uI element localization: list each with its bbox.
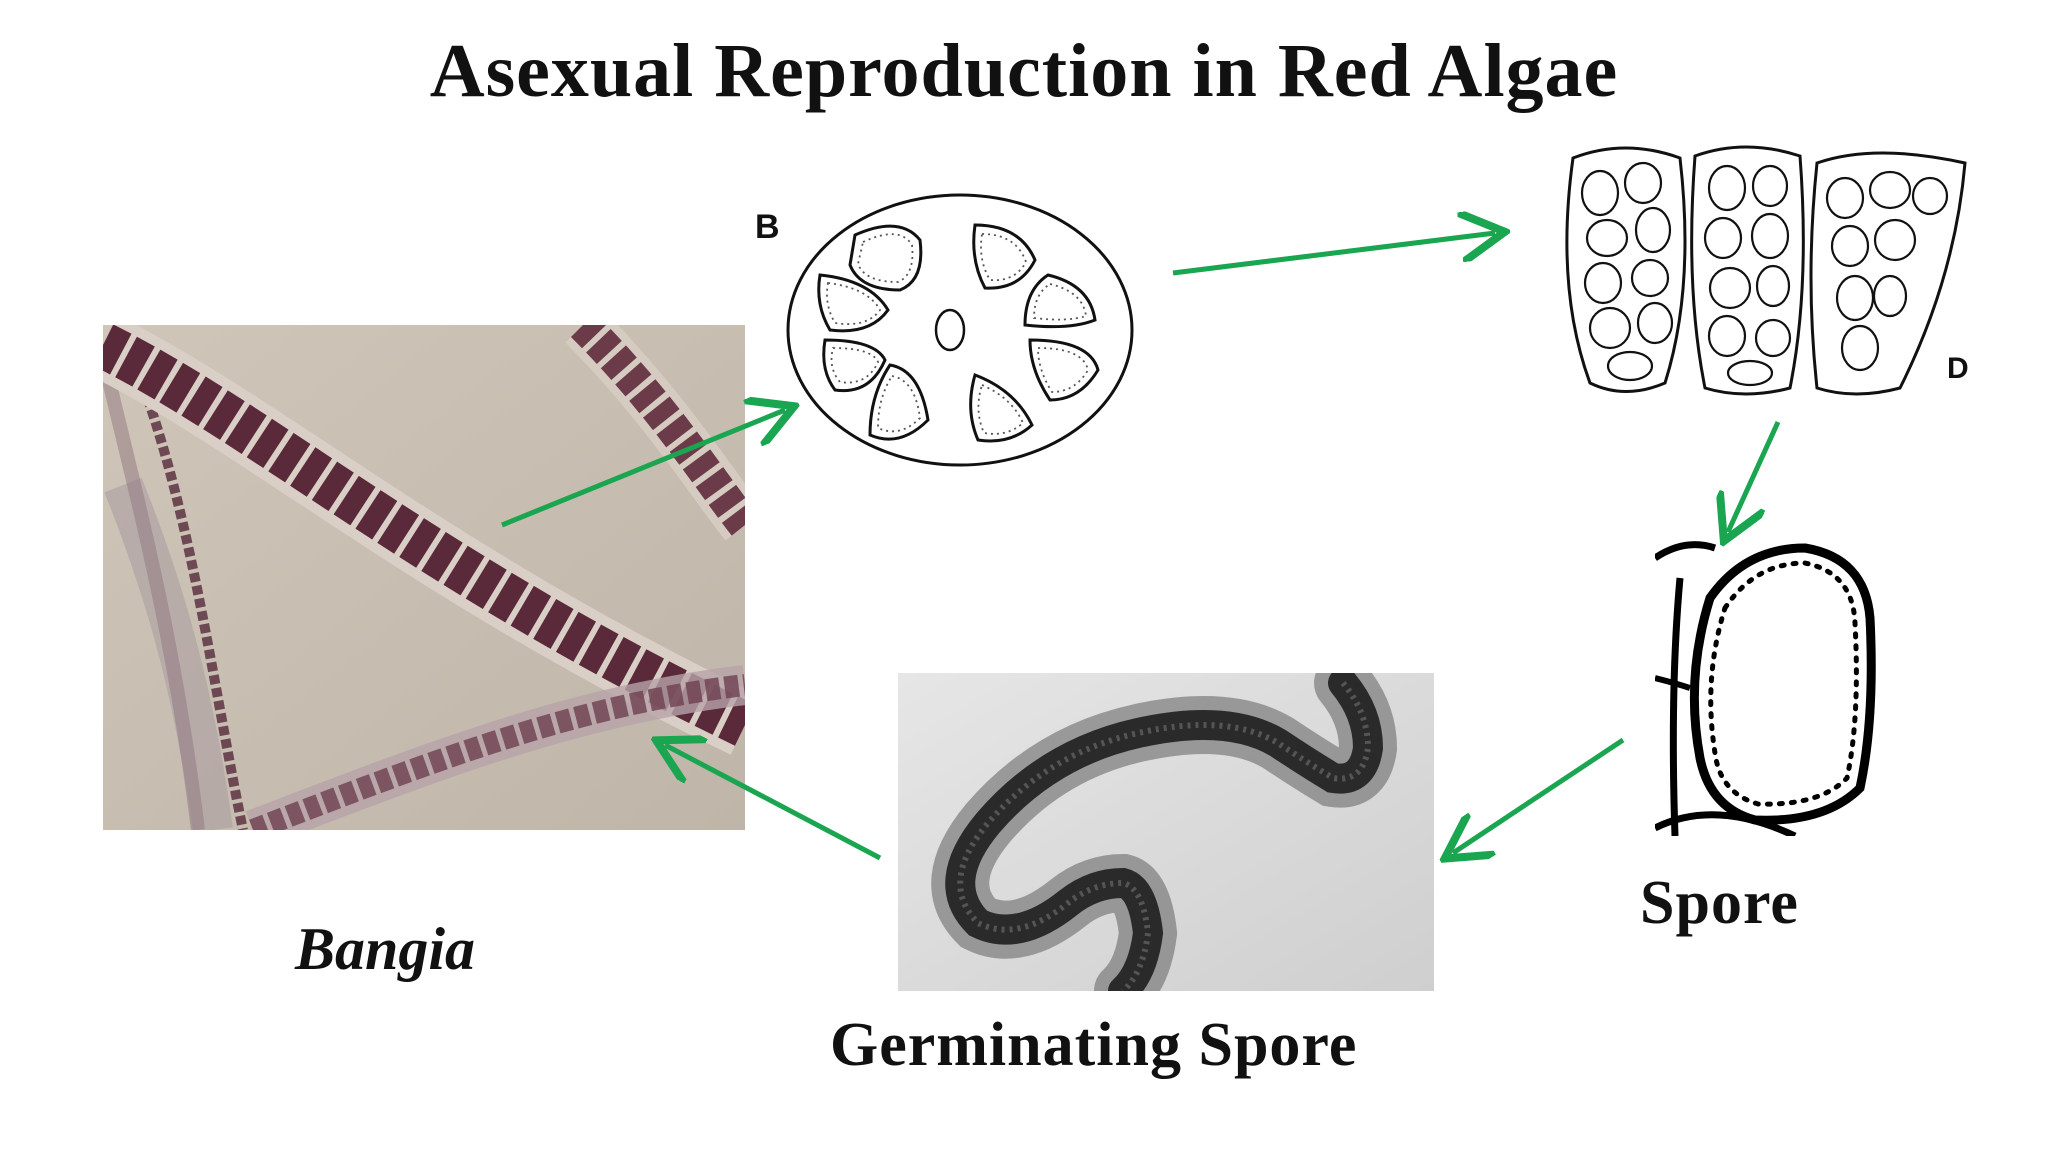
arrow-sporangia-to-spore xyxy=(1728,420,1781,532)
figure-letter-b: B xyxy=(755,208,780,246)
germinating-spore-label: Germinating Spore xyxy=(830,1011,1358,1079)
germinating-spore-photo xyxy=(898,673,1434,991)
sporangia-diagram: D xyxy=(1565,145,1969,396)
arrow-spore-to-germinating xyxy=(1453,737,1625,853)
bangia-label: Bangia xyxy=(295,916,476,982)
bangia-micrograph xyxy=(103,325,745,830)
spore-closeup xyxy=(1655,538,1880,836)
slide-title: Asexual Reproduction in Red Algae xyxy=(429,29,1619,113)
cross-section-diagram: B xyxy=(755,193,1134,467)
figure-letter-d: D xyxy=(1947,352,1969,385)
arrow-cross-section-to-sporangia xyxy=(1172,233,1495,276)
spore-label: Spore xyxy=(1640,869,1799,937)
